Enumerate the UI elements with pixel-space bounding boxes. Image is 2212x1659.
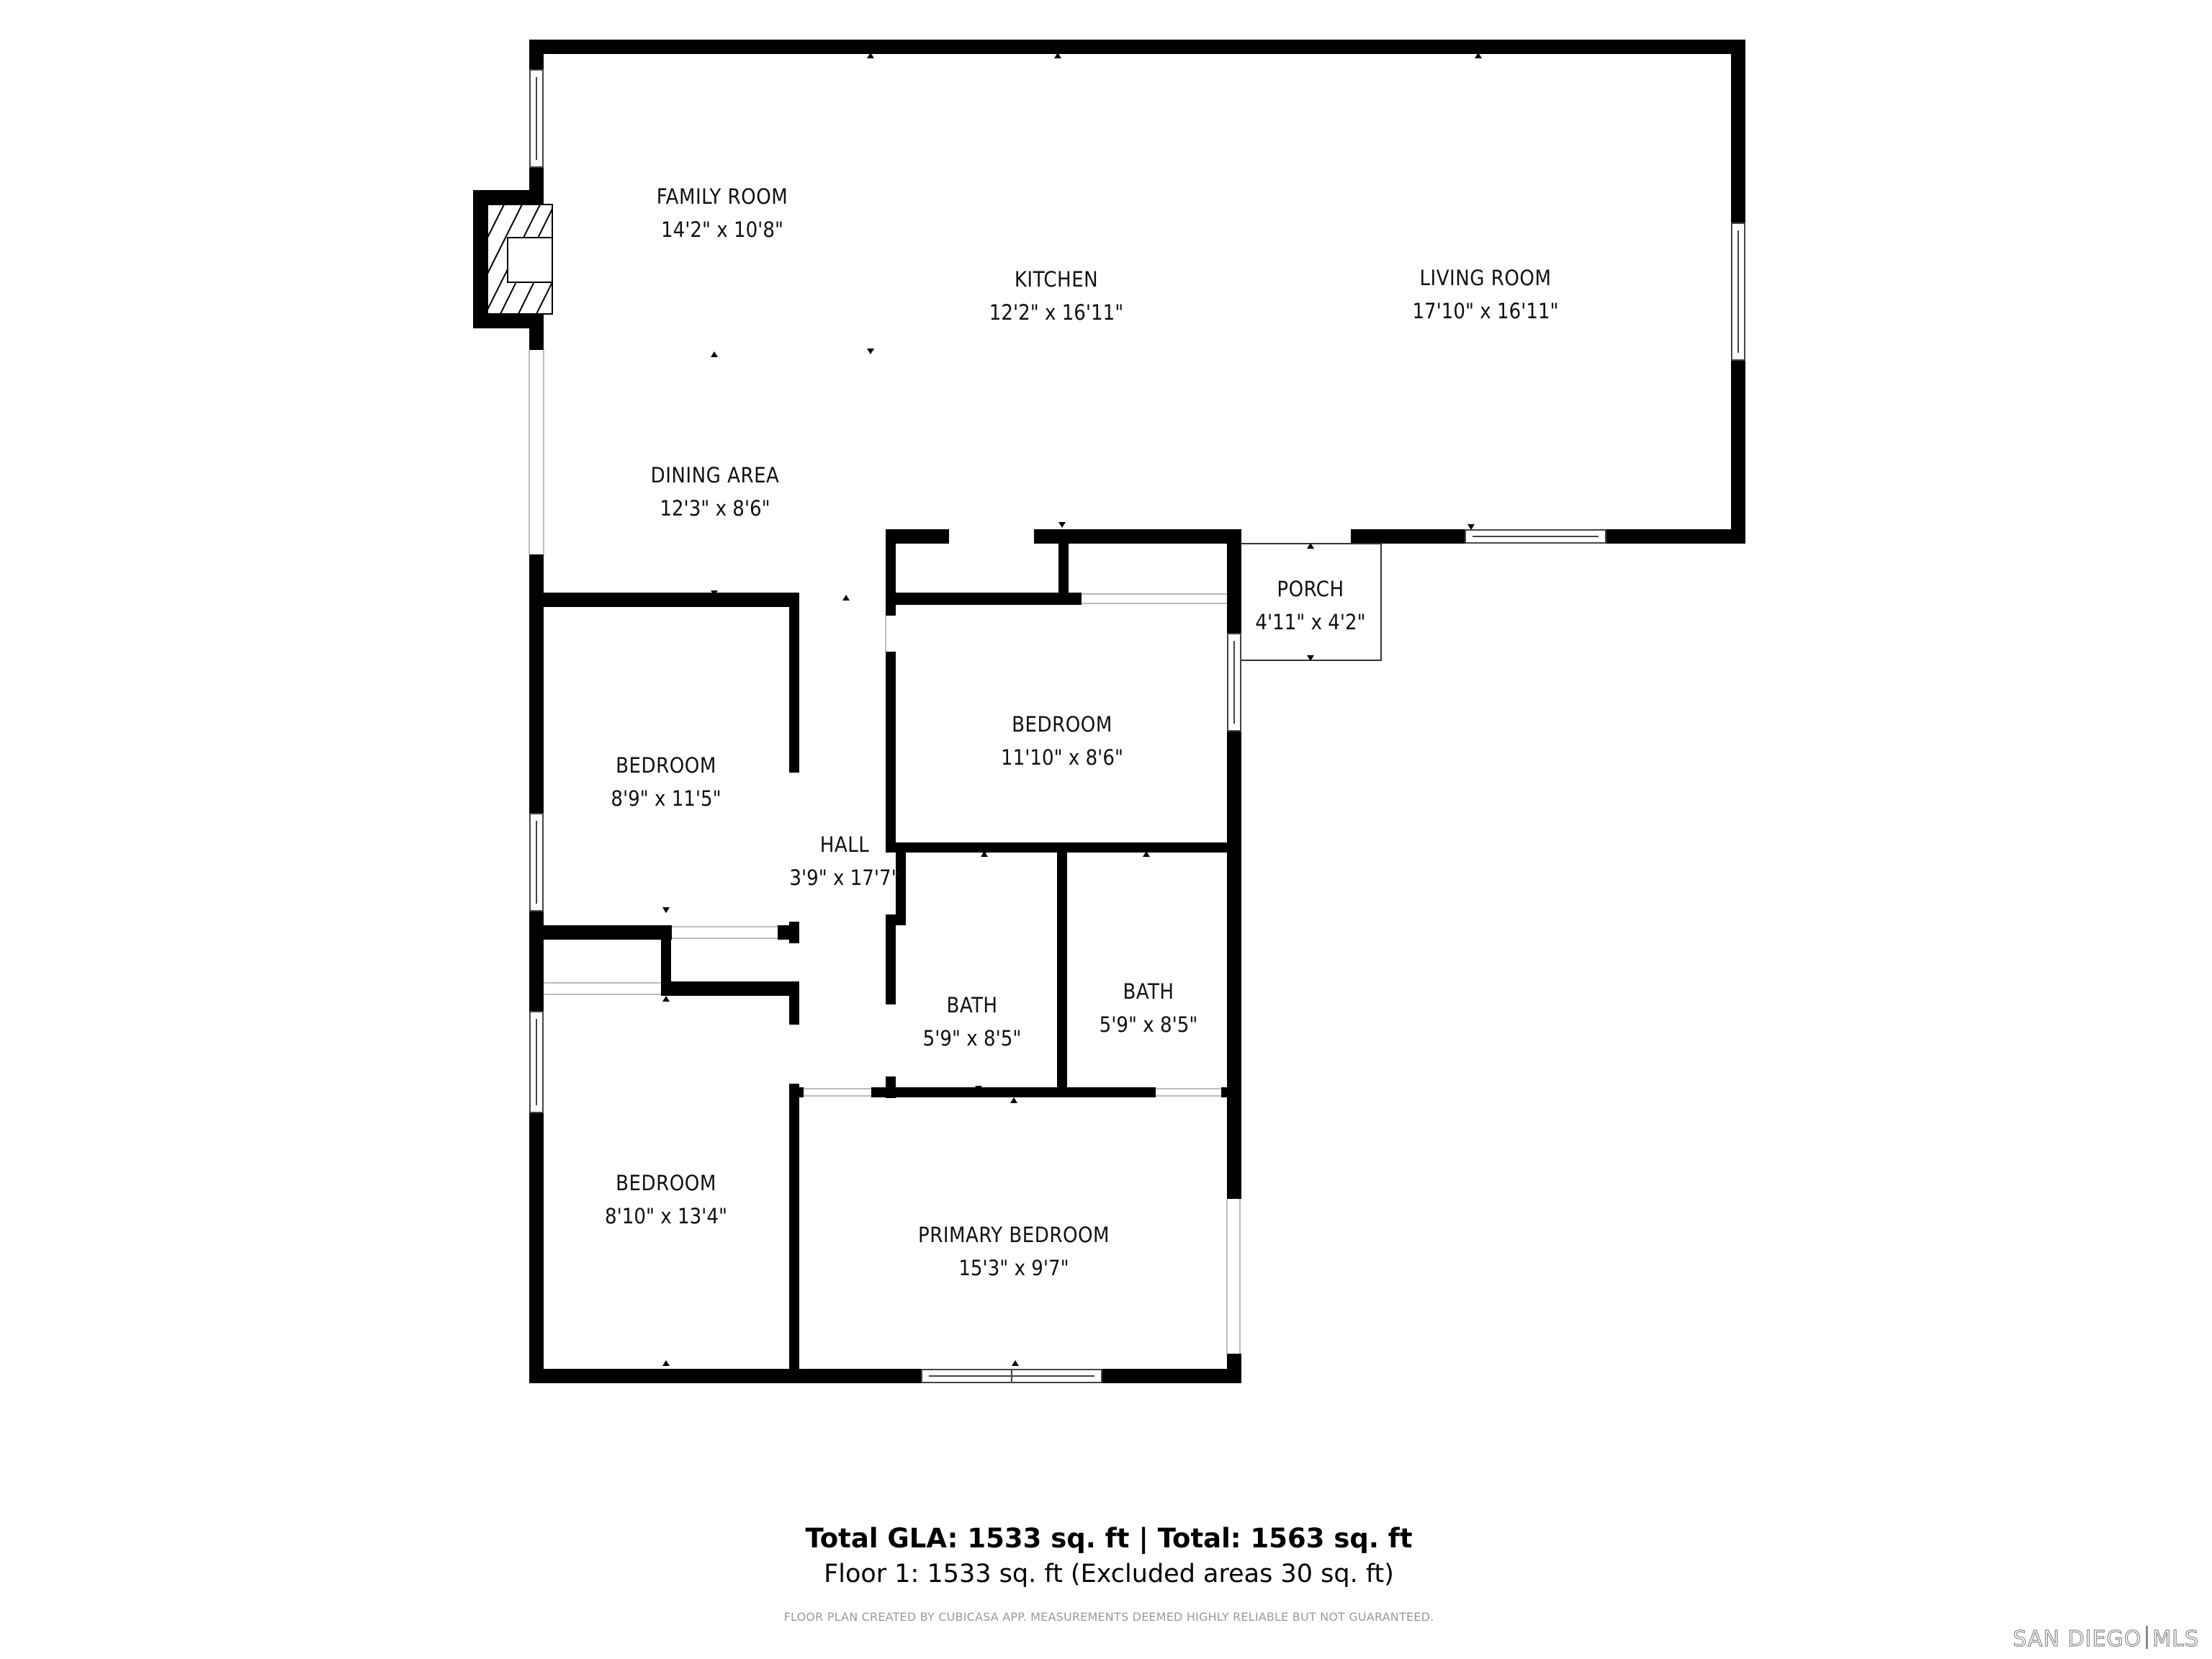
room-living-room: LIVING ROOM 17'10" x 16'11" <box>1412 261 1558 328</box>
room-name: HALL <box>819 832 870 857</box>
room-kitchen: KITCHEN 12'2" x 16'11" <box>989 263 1124 329</box>
room-dimensions: 5'9" x 8'5" <box>922 1026 1022 1051</box>
room-name: BEDROOM <box>616 753 716 778</box>
room-dimensions: 15'3" x 9'7" <box>958 1256 1069 1280</box>
room-dimensions: 3'9" x 17'7" <box>789 866 900 890</box>
total-gla-line: Total GLA: 1533 sq. ft | Total: 1563 sq.… <box>805 1523 1413 1554</box>
openings <box>529 350 1241 1354</box>
disclaimer: FLOOR PLAN CREATED BY CUBICASA APP. MEAS… <box>783 1610 1434 1624</box>
room-name: BEDROOM <box>1012 712 1112 737</box>
room-name: DINING AREA <box>650 463 780 487</box>
room-dimensions: 5'9" x 8'5" <box>1099 1012 1198 1037</box>
area-summary: Total GLA: 1533 sq. ft | Total: 1563 sq.… <box>805 1521 1412 1591</box>
room-bedroom-2: BEDROOM 11'10" x 8'6" <box>1001 708 1123 774</box>
room-name: FAMILY ROOM <box>656 184 788 209</box>
logo-right-text: MLS <box>2152 1626 2199 1652</box>
room-dimensions: 12'2" x 16'11" <box>989 300 1124 325</box>
room-name: BATH <box>1123 979 1174 1004</box>
room-dining-area: DINING AREA 12'3" x 8'6" <box>651 459 780 525</box>
walls <box>473 40 1745 1383</box>
room-dimensions: 11'10" x 8'6" <box>1001 745 1123 770</box>
room-dimensions: 17'10" x 16'11" <box>1412 299 1559 323</box>
logo-left-text: SAN DIEGO <box>2013 1626 2142 1652</box>
logo-separator <box>2146 1626 2149 1649</box>
room-dimensions: 14'2" x 10'8" <box>661 217 783 242</box>
room-name: PORCH <box>1277 577 1344 601</box>
san-diego-mls-logo: SAN DIEGO MLS <box>2013 1626 2199 1653</box>
room-hall: HALL 3'9" x 17'7" <box>789 828 899 894</box>
room-dimensions: 8'9" x 11'5" <box>611 786 721 811</box>
room-dimensions: 4'11" x 4'2" <box>1255 610 1366 634</box>
fireplace <box>487 204 553 315</box>
room-dimensions: 12'3" x 8'6" <box>660 496 770 521</box>
room-bedroom-1: BEDROOM 8'9" x 11'5" <box>611 749 721 815</box>
dimension-markers <box>662 53 1482 1366</box>
room-name: PRIMARY BEDROOM <box>917 1223 1110 1247</box>
room-bath-2: BATH 5'9" x 8'5" <box>1100 975 1198 1041</box>
room-dimensions: 8'10" x 13'4" <box>605 1204 727 1228</box>
room-primary-bedroom: PRIMARY BEDROOM 15'3" x 9'7" <box>918 1218 1110 1285</box>
room-name: LIVING ROOM <box>1419 266 1552 290</box>
floor-area-line: Floor 1: 1533 sq. ft (Excluded areas 30 … <box>824 1560 1394 1588</box>
room-bath-1: BATH 5'9" x 8'5" <box>923 989 1022 1055</box>
room-bedroom-3: BEDROOM 8'10" x 13'4" <box>605 1166 727 1233</box>
room-porch: PORCH 4'11" x 4'2" <box>1255 572 1365 639</box>
room-name: KITCHEN <box>1014 267 1099 292</box>
room-name: BEDROOM <box>616 1171 716 1195</box>
porch-outline <box>1241 543 1382 661</box>
room-name: BATH <box>946 993 998 1017</box>
room-family-room: FAMILY ROOM 14'2" x 10'8" <box>657 180 788 246</box>
windows <box>529 69 1745 1383</box>
